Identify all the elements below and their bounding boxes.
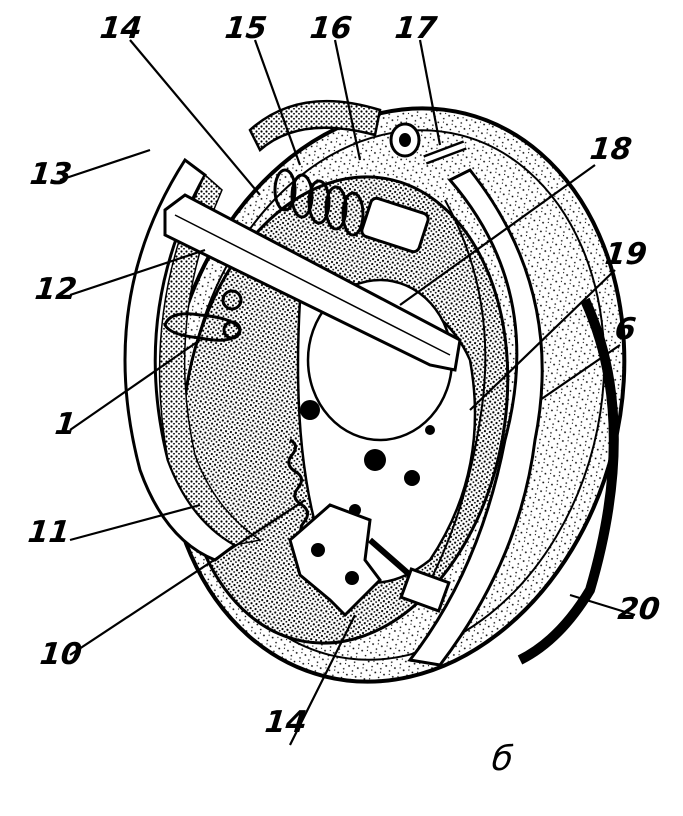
callout-16: 16 bbox=[308, 11, 354, 46]
cable-rod bbox=[423, 140, 467, 165]
callout-20: 20 bbox=[616, 592, 662, 627]
leader-20 bbox=[569, 593, 636, 617]
leader-15 bbox=[253, 39, 302, 166]
parking-lever bbox=[163, 193, 462, 372]
callout-11: 11 bbox=[26, 515, 72, 550]
leader-19 bbox=[469, 269, 616, 411]
callout-leaders bbox=[59, 39, 636, 746]
leader-17 bbox=[418, 39, 442, 146]
right-brake-shoe bbox=[407, 168, 544, 667]
leader-13 bbox=[59, 148, 151, 182]
leader-11 bbox=[69, 503, 201, 542]
leader-18 bbox=[399, 164, 596, 306]
callout-17: 17 bbox=[393, 11, 439, 46]
callout-15: 15 bbox=[223, 11, 269, 46]
callout-10: 10 bbox=[38, 637, 84, 672]
callout-6: 6 bbox=[613, 312, 638, 347]
callout-12: 12 bbox=[33, 272, 79, 307]
hold-down-spring bbox=[163, 289, 243, 342]
figure-caption: б bbox=[489, 739, 516, 779]
callout-14-bottom: 14 bbox=[263, 705, 309, 740]
callout-1: 1 bbox=[53, 407, 78, 442]
callout-18: 18 bbox=[588, 132, 634, 167]
leader-1 bbox=[69, 339, 201, 431]
leader-6 bbox=[539, 344, 621, 401]
leader-12 bbox=[69, 248, 206, 297]
leader-16 bbox=[333, 39, 362, 161]
callout-19: 19 bbox=[603, 237, 649, 272]
leader-14-top bbox=[129, 39, 261, 196]
lower-anchor-bracket bbox=[288, 503, 451, 618]
lower-return-spring bbox=[287, 438, 309, 542]
callout-13: 13 bbox=[28, 157, 74, 192]
leader-14-bottom bbox=[289, 614, 356, 746]
callout-14-top: 14 bbox=[98, 11, 144, 46]
leader-10 bbox=[69, 499, 306, 656]
upper-return-spring bbox=[273, 168, 365, 237]
